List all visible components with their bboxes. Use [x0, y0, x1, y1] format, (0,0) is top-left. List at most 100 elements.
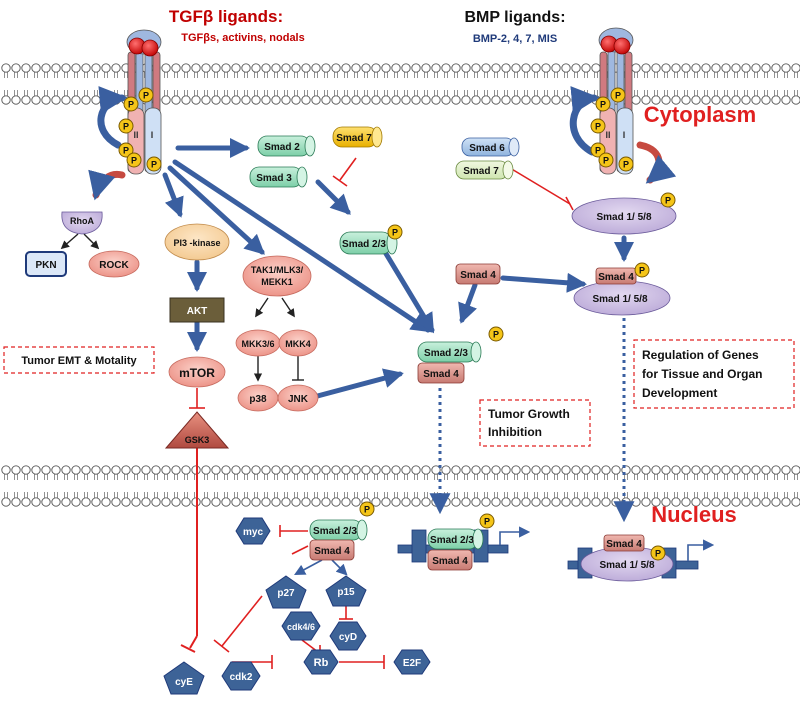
phospho-label-16: P — [364, 505, 370, 515]
emt-callout-text: Tumor EMT & Motality — [21, 355, 137, 367]
dna-smad23-complex: Smad 2/3 Smad 4 — [397, 526, 531, 571]
smad7-left-node: Smad 7 — [332, 126, 383, 148]
smad23-cytoplasm-label: Smad 2/3 — [342, 239, 386, 250]
phospho-badge-0 — [118, 118, 134, 134]
complex-smad4-label: Smad 4 — [423, 369, 459, 380]
p38-label: p38 — [249, 394, 267, 405]
transcription-arrow — [499, 526, 531, 545]
phospho-label-17: P — [484, 517, 490, 527]
rock-node: ROCK — [88, 250, 140, 278]
smad6-node: Smad 6 — [461, 137, 520, 157]
nuclear-smad4-label: Smad 4 — [314, 546, 350, 557]
e2f-label: E2F — [403, 658, 421, 669]
p15-label: p15 — [337, 587, 355, 598]
genes-callout-line1: Regulation of Genes — [642, 348, 759, 362]
bmp-receptor-type2-label: II — [605, 130, 610, 140]
p27-node: p27 — [265, 575, 307, 609]
bmp-receptor-complex: II I — [598, 27, 634, 175]
smad7-left-label: Smad 7 — [336, 133, 372, 144]
nuclear-translocation-arrows — [429, 318, 635, 523]
phospho-badge-18 — [650, 545, 666, 561]
phospho-label-9: P — [595, 146, 601, 156]
rhoa-node: RhoA — [61, 211, 103, 235]
akt-node: AKT — [169, 297, 225, 323]
phospho-label-13: P — [493, 330, 499, 340]
p27-label: p27 — [277, 588, 295, 599]
mtor-node: mTOR — [168, 356, 226, 388]
cyd-label: cyD — [339, 632, 357, 643]
growth-inhibition-callout: Tumor Growth Inhibition — [479, 399, 591, 447]
phospho-badge-8 — [610, 87, 626, 103]
phospho-label-3: P — [123, 146, 129, 156]
phospho-badge-15 — [634, 262, 650, 278]
smad3-label: Smad 3 — [256, 173, 292, 184]
phospho-badge-2 — [138, 87, 154, 103]
phospho-label-1: P — [128, 100, 134, 110]
smad3-node: Smad 3 — [249, 166, 308, 188]
smad7-right-label: Smad 7 — [463, 166, 499, 177]
genes-callout-line3: Development — [642, 386, 717, 400]
phospho-label-15: P — [639, 266, 645, 276]
growth-callout-line2: Inhibition — [488, 425, 542, 439]
receptor-activation-arrows — [88, 86, 677, 201]
mkk36-label: MKK3/6 — [241, 339, 274, 349]
nuclear-smad23-label: Smad 2/3 — [313, 526, 357, 537]
receptor-type2-label: II — [133, 130, 138, 140]
phospho-label-2: P — [143, 91, 149, 101]
nuclear-membrane — [1, 465, 800, 507]
genes-callout-line2: for Tissue and Organ — [642, 367, 762, 381]
phospho-badge-6 — [590, 118, 606, 134]
e2f-node: E2F — [393, 649, 431, 675]
phospho-badge-13 — [488, 326, 504, 342]
phospho-label-0: P — [123, 122, 129, 132]
mtor-label: mTOR — [179, 366, 215, 380]
smad7-right-node: Smad 7 — [455, 160, 514, 180]
cdk46-label: cdk4/6 — [287, 622, 315, 632]
smad158-complex-label: Smad 1/ 5/8 — [592, 294, 647, 305]
phospho-label-6: P — [595, 122, 601, 132]
receptor-type1-label: I — [151, 130, 154, 140]
gsk3-node: GSK3 — [164, 411, 230, 449]
jnk-node: JNK — [277, 384, 319, 412]
myc-node: myc — [235, 517, 271, 545]
smad4-cytoplasm-node: Smad 4 — [455, 263, 501, 285]
dna-smad4-label: Smad 4 — [432, 556, 468, 567]
phospho-label-4: P — [151, 160, 157, 170]
smad23-cytoplasm-node: Smad 2/3 — [339, 231, 398, 255]
dna-smad158-label: Smad 1/ 5/8 — [599, 560, 654, 571]
smad4-smad158-complex: Smad 4 Smad 1/ 5/8 — [573, 267, 671, 316]
bmp-receptor-type1-label: I — [623, 130, 626, 140]
phospho-badge-9 — [590, 142, 606, 158]
phospho-badge-3 — [118, 142, 134, 158]
pkn-label: PKN — [35, 260, 56, 271]
rb-node: Rb — [303, 649, 339, 675]
phospho-label-5: P — [131, 156, 137, 166]
transcription-arrow-right — [687, 539, 715, 561]
bmp-ligands-subtitle: BMP-2, 4, 7, MIS — [473, 33, 557, 45]
phospho-label-7: P — [600, 100, 606, 110]
mkk36-node: MKK3/6 — [235, 329, 281, 357]
pathway-arrows — [162, 138, 634, 401]
phospho-badge-14 — [660, 192, 676, 208]
phospho-label-18: P — [655, 549, 661, 559]
smad6-label: Smad 6 — [469, 143, 505, 154]
pi3k-node: PI3 -kinase — [164, 223, 230, 261]
inhibition-lines — [180, 157, 574, 669]
phospho-badge-7 — [595, 96, 611, 112]
rhoa-label: RhoA — [70, 216, 94, 226]
phospho-badge-16 — [359, 501, 375, 517]
dna-right-smad4-label: Smad 4 — [606, 539, 642, 550]
cytoplasm-label: Cytoplasm — [644, 102, 756, 127]
genes-callout: Regulation of Genes for Tissue and Organ… — [633, 339, 795, 409]
bmp-ligands-title: BMP ligands: — [464, 9, 565, 26]
growth-callout-line1: Tumor Growth — [488, 407, 570, 421]
phospho-label-12: P — [392, 228, 398, 238]
tgfb-ligands-title: TGFβ ligands: — [169, 7, 283, 26]
phospho-badge-5 — [126, 152, 142, 168]
cyd-node: cyD — [329, 621, 367, 651]
mkk4-node: MKK4 — [278, 329, 318, 357]
myc-label: myc — [243, 527, 263, 538]
phospho-label-10: P — [623, 160, 629, 170]
rock-label: ROCK — [99, 260, 129, 271]
